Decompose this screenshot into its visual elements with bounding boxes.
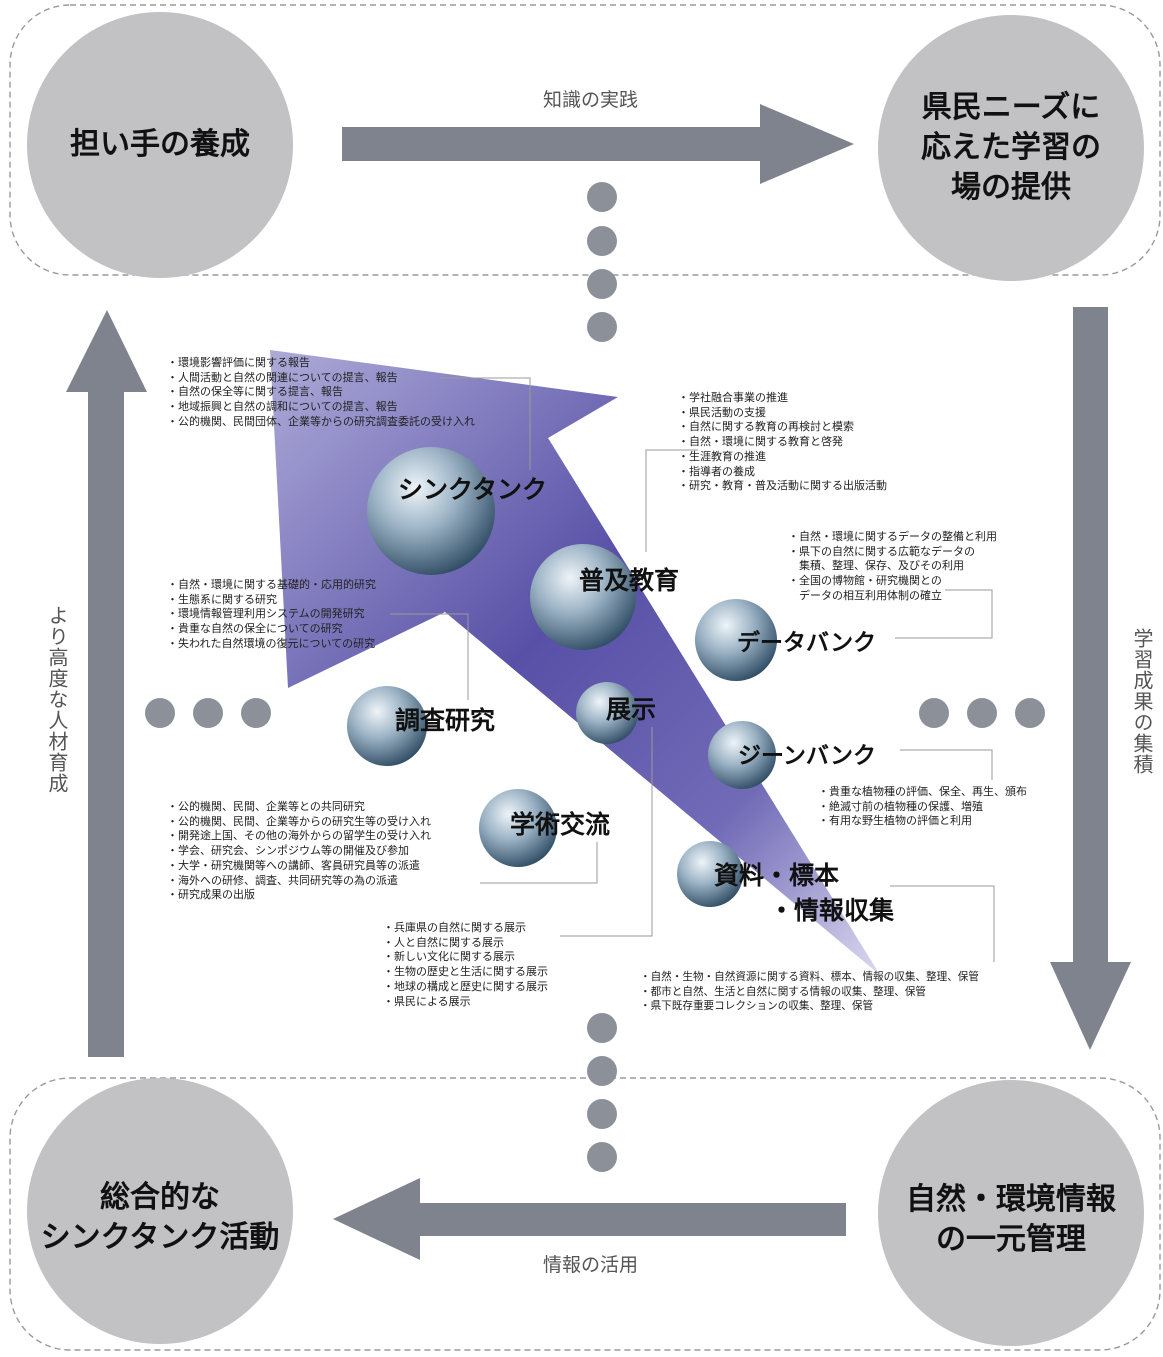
node-label-gene-bank: ジーンバンク xyxy=(738,743,876,769)
sphere-gakujutsu xyxy=(479,789,557,867)
note-chosa-item: ・生態系に関する研究 xyxy=(167,592,277,606)
note-think-tank-item: ・自然の保全等に関する提言、報告 xyxy=(167,385,343,399)
note-data-bank-item: ・自然・環境に関するデータの整備と利用 xyxy=(788,530,997,543)
note-chosa-item: ・自然・環境に関する基礎的・応用的研究 xyxy=(167,578,376,591)
corner-label-bottom-right: 自然・環境情報 の一元管理 xyxy=(886,1180,1136,1260)
note-fukyu-item: ・学社融合事業の推進 xyxy=(678,391,788,404)
note-gakujutsu-item: ・公的機関、民間、企業等との共同研究 xyxy=(167,800,365,813)
sphere-chosa xyxy=(347,686,427,766)
note-data-bank-item: ・県下の自然に関する広範なデータの xyxy=(788,544,975,558)
note-gakujutsu: ・公的機関、民間、企業等との共同研究 ・公的機関、民間、企業等からの研究生等の受… xyxy=(167,800,431,903)
note-think-tank-item: ・人間活動と自然の関連についての提言、報告 xyxy=(167,370,398,384)
note-shiryo-item: ・県下既存重要コレクションの収集、整理、保管 xyxy=(640,1000,874,1013)
corner-bottom-right-line-1: 自然・環境情報 xyxy=(906,1182,1116,1217)
note-gakujutsu-item: ・開発途上国、その他の海外からの留学生の受け入れ xyxy=(167,829,431,843)
corner-top-right-line-2: 応えた学習の xyxy=(921,130,1101,165)
sphere-fukyu xyxy=(530,544,636,650)
note-think-tank-item: ・地域振興と自然の調和についての提言、報告 xyxy=(167,400,398,414)
flow-label-left: より高度な人材育成 xyxy=(45,605,69,794)
sphere-gene-bank xyxy=(708,721,776,789)
arrow-right-top xyxy=(342,104,854,184)
note-gene-bank-item: ・絶滅寸前の植物種の保護、増殖 xyxy=(818,799,983,813)
note-chosa: ・自然・環境に関する基礎的・応用的研究 ・生態系に関する研究 ・環境情報管理利用… xyxy=(167,578,376,652)
note-shiryo-item: ・自然・生物・自然資源に関する資料、標本、情報の収集、整理、保管 xyxy=(640,971,979,983)
note-data-bank-item: データの相互利用体制の確立 xyxy=(788,588,942,602)
note-tenji-item: ・兵庫県の自然に関する展示 xyxy=(383,921,526,934)
note-tenji-item: ・生物の歴史と生活に関する展示 xyxy=(383,965,548,979)
note-chosa-item: ・失われた自然環境の復元についての研究 xyxy=(167,636,376,650)
corner-label-top-right: 県民ニーズに 応えた学習の 場の提供 xyxy=(886,88,1136,208)
note-tenji-item: ・新しい文化に関する展示 xyxy=(383,950,515,964)
note-gakujutsu-item: ・海外への研修、調査、共同研究等の為の派遣 xyxy=(167,873,398,887)
node-label-shiryo-line-1: 資料・標本 xyxy=(714,861,840,890)
note-gene-bank: ・貴重な植物種の評価、保全、再生、頒布 ・絶滅寸前の植物種の保護、増殖 ・有用な… xyxy=(818,785,1027,829)
note-gene-bank-item: ・有用な野生植物の評価と利用 xyxy=(818,814,972,828)
sphere-think-tank xyxy=(367,447,495,575)
corner-label-top-left: 担い手の養成 xyxy=(40,125,280,165)
note-gakujutsu-item: ・大学・研究機関等への講師、客員研究員等の派遣 xyxy=(167,858,420,872)
node-label-chosa: 調査研究 xyxy=(395,706,496,735)
arrow-up-left xyxy=(66,310,147,1057)
note-fukyu-item: ・自然・環境に関する教育と啓発 xyxy=(678,435,843,449)
note-gakujutsu-item: ・公的機関、民間、企業等からの研究生等の受け入れ xyxy=(167,814,431,828)
node-label-gakujutsu: 学術交流 xyxy=(510,810,611,839)
note-data-bank-item: ・全国の博物館・研究機関との xyxy=(788,574,942,588)
note-data-bank-item: 集積、整理、保存、及びその利用 xyxy=(788,559,964,573)
dots-left xyxy=(145,698,271,728)
corner-label-bottom-left: 総合的な シンクタンク活動 xyxy=(30,1178,290,1258)
sphere-shiryo xyxy=(677,841,743,907)
note-gene-bank-item: ・貴重な植物種の評価、保全、再生、頒布 xyxy=(818,785,1027,798)
leader-lines xyxy=(390,377,995,962)
note-fukyu-item: ・研究・教育・普及活動に関する出版活動 xyxy=(678,479,887,493)
sphere-data-bank xyxy=(695,599,777,681)
note-shiryo: ・自然・生物・自然資源に関する資料、標本、情報の収集、整理、保管 ・都市と自然、… xyxy=(640,970,979,1014)
dots-bottom xyxy=(587,1013,617,1172)
note-fukyu-item: ・指導者の養成 xyxy=(678,464,755,478)
note-fukyu-item: ・県民活動の支援 xyxy=(678,405,766,419)
corner-bottom-right-line-2: の一元管理 xyxy=(936,1222,1086,1257)
corner-circle-bottom-right xyxy=(878,1080,1144,1346)
corner-circle-bottom-left xyxy=(27,1078,293,1344)
bottom-panel-frame xyxy=(9,1077,1161,1351)
note-think-tank-item: ・環境影響評価に関する報告 xyxy=(167,356,310,369)
note-fukyu: ・学社融合事業の推進 ・県民活動の支援 ・自然に関する教育の再検討と模索 ・自然… xyxy=(678,391,887,494)
corner-bottom-left-line-1: 総合的な xyxy=(100,1180,220,1215)
dots-top xyxy=(587,182,617,342)
node-label-shiryo-line-2: ・情報収集 xyxy=(769,896,895,925)
note-chosa-item: ・環境情報管理利用システムの開発研究 xyxy=(167,607,365,621)
corner-top-right-line-3: 場の提供 xyxy=(951,170,1071,205)
corner-top-left-text: 担い手の養成 xyxy=(70,127,250,162)
node-label-fukyu: 普及教育 xyxy=(579,566,680,595)
corner-circle-top-left xyxy=(27,12,293,278)
note-think-tank: ・環境影響評価に関する報告 ・人間活動と自然の関連についての提言、報告 ・自然の… xyxy=(167,356,475,430)
note-data-bank: ・自然・環境に関するデータの整備と利用 ・県下の自然に関する広範なデータの 集積… xyxy=(788,530,997,604)
dots-right xyxy=(919,698,1045,728)
arrow-left-bottom xyxy=(333,1178,846,1260)
node-label-tenji: 展示 xyxy=(606,695,657,724)
note-shiryo-item: ・都市と自然、生活と自然に関する情報の収集、整理、保管 xyxy=(640,985,927,998)
corner-top-right-line-1: 県民ニーズに xyxy=(921,90,1101,125)
node-label-data-bank: データバンク xyxy=(737,630,877,656)
corner-circle-top-right xyxy=(878,15,1144,281)
sphere-tenji xyxy=(576,682,638,744)
note-tenji-item: ・県民による展示 xyxy=(383,994,471,1008)
flow-label-bottom: 情報の活用 xyxy=(543,1254,639,1276)
note-gakujutsu-item: ・学会、研究会、シンポジウム等の開催及び参加 xyxy=(167,844,409,858)
node-label-shiryo: 資料・標本 ・情報収集 xyxy=(714,858,894,928)
note-think-tank-item: ・公的機関、民間団体、企業等からの研究調査委託の受け入れ xyxy=(167,414,475,428)
flow-label-right: 学習成果の集積 xyxy=(1130,628,1154,775)
note-tenji: ・兵庫県の自然に関する展示 ・人と自然に関する展示 ・新しい文化に関する展示 ・… xyxy=(383,921,548,1009)
note-gakujutsu-item: ・研究成果の出版 xyxy=(167,888,255,902)
note-fukyu-item: ・自然に関する教育の再検討と模索 xyxy=(678,420,854,434)
top-panel-frame xyxy=(9,4,1161,276)
note-tenji-item: ・地球の構成と歴史に関する展示 xyxy=(383,979,548,993)
node-label-think-tank: シンクタンク xyxy=(398,475,548,504)
flow-label-top: 知識の実践 xyxy=(543,89,639,111)
note-fukyu-item: ・生涯教育の推進 xyxy=(678,449,766,463)
note-tenji-item: ・人と自然に関する展示 xyxy=(383,935,504,949)
arrow-down-right xyxy=(1050,307,1131,1050)
note-chosa-item: ・貴重な自然の保全についての研究 xyxy=(167,622,343,636)
corner-bottom-left-line-2: シンクタンク活動 xyxy=(40,1220,280,1255)
